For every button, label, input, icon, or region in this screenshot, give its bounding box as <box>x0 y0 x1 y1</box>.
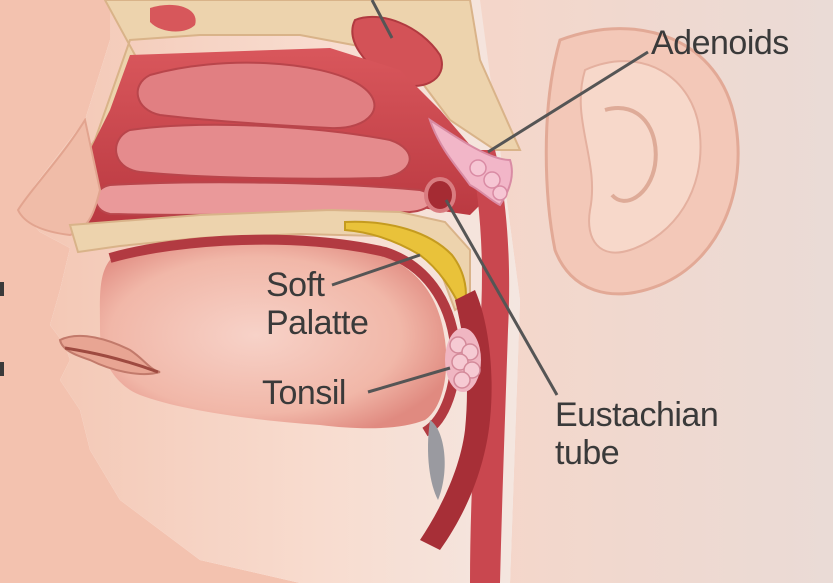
label-soft-palate-line1: Soft <box>266 266 324 304</box>
label-soft-palate-line2: Palatte <box>266 304 368 342</box>
adenoid-lobe <box>470 160 486 176</box>
label-eustachian-line1: Eustachian <box>555 396 718 434</box>
tonsil-tissue <box>445 328 481 392</box>
label-adenoids: Adenoids <box>651 24 789 62</box>
label-tonsil: Tonsil <box>262 374 346 412</box>
adenoid-lobe <box>484 172 500 188</box>
edge-tick <box>0 362 4 376</box>
adenoid-lobe <box>493 186 507 200</box>
edge-tick <box>0 282 4 296</box>
label-eustachian-line2: tube <box>555 434 619 472</box>
inferior-turbinate <box>96 182 433 215</box>
